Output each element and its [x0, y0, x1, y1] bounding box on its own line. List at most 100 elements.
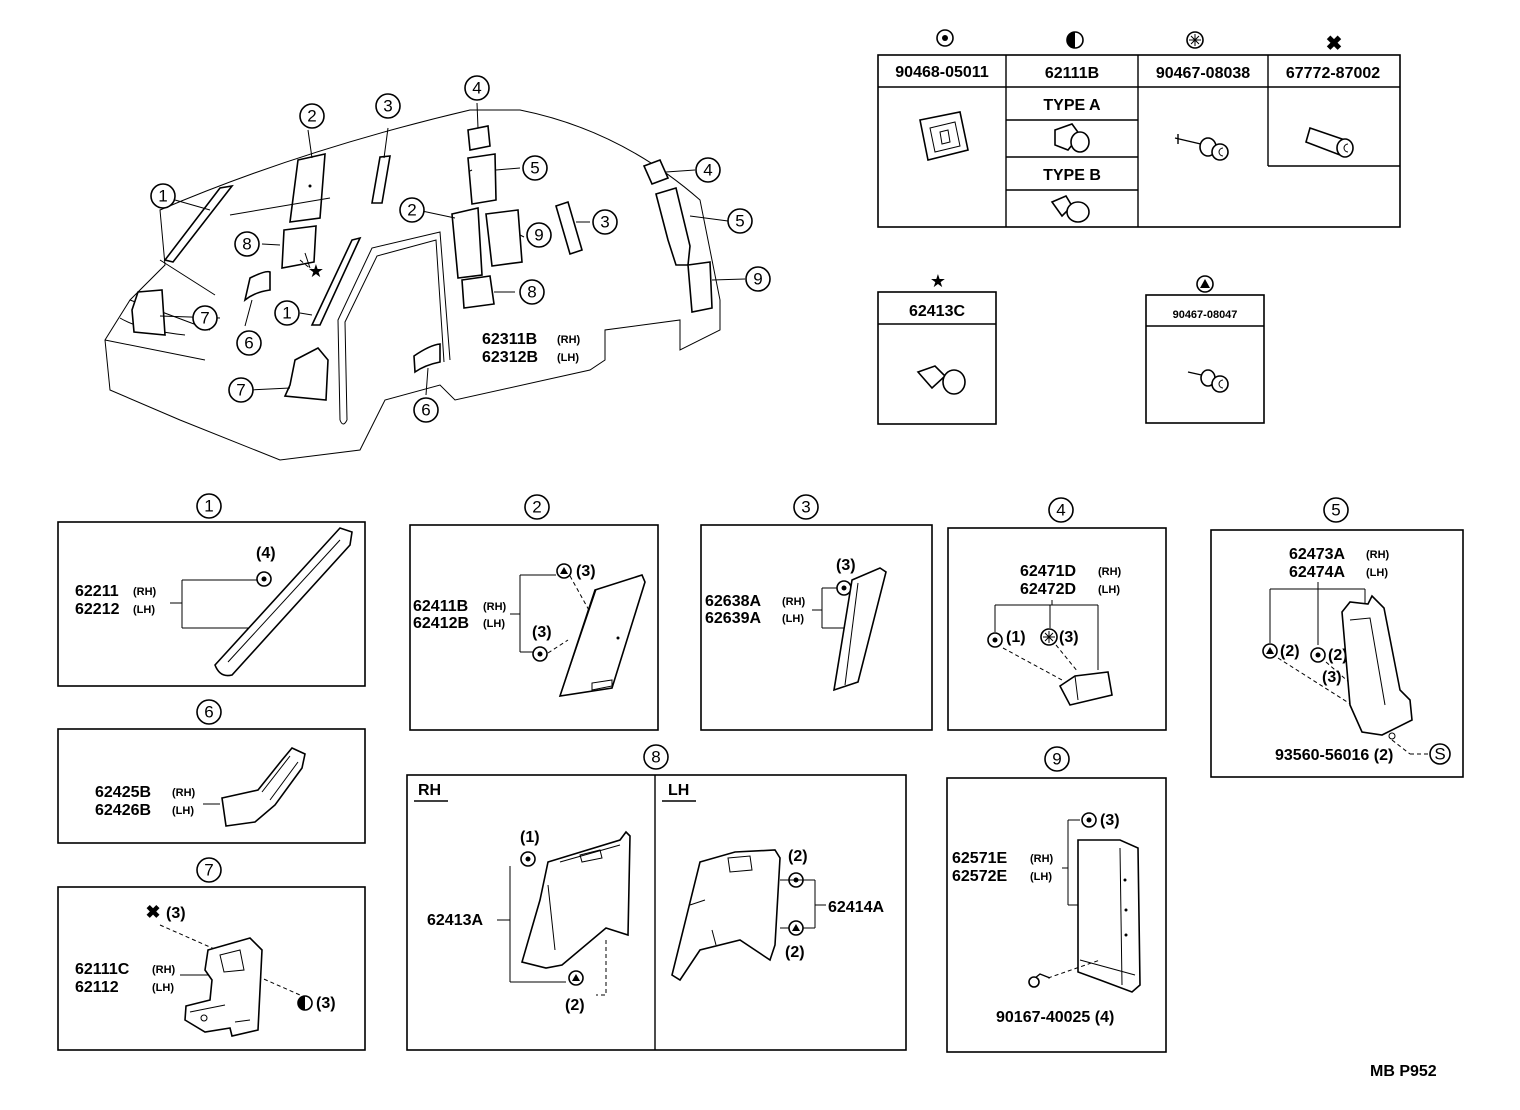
overview-callout-2a: 2 — [299, 103, 325, 129]
overview-callout-3a: 3 — [375, 93, 401, 119]
weatherstrip-rh-tag: (RH) — [557, 334, 581, 346]
d8-lh-label: LH — [668, 782, 689, 799]
type-a-clip-drawing — [1054, 123, 1090, 153]
overview-callout-1a: 1 — [150, 183, 176, 209]
svg-text:3: 3 — [383, 97, 392, 116]
clip-a-part-number: 90468-05011 — [895, 64, 989, 81]
d8-qty-rh-bottom: (2) — [565, 997, 585, 1014]
overview-callout-4a: 4 — [464, 75, 490, 101]
d4-qty-a: (1) — [1006, 629, 1026, 646]
d2-lh-number: 62412B — [413, 615, 469, 632]
detail-2: 2 62411B (RH) 62412B (LH) (3) (3) — [409, 494, 659, 731]
svg-text:1: 1 — [204, 497, 213, 516]
d8-lh-part-number: 62414A — [828, 899, 884, 916]
d7-lh-number: 62112 — [75, 979, 119, 996]
overview-callout-9b: 9 — [745, 266, 771, 292]
svg-text:3: 3 — [801, 498, 810, 517]
d8-lh-triangle-icon — [788, 920, 804, 936]
d6-rh-number: 62425B — [95, 784, 151, 801]
weatherstrip-lh-tag: (LH) — [557, 352, 579, 364]
overview-callout-6b: 6 — [413, 397, 439, 423]
svg-text:3: 3 — [600, 213, 609, 232]
overview-callout-8b: 8 — [519, 279, 545, 305]
overview-callout-5b: 5 — [727, 208, 753, 234]
svg-text:9: 9 — [534, 226, 543, 245]
detail-4: 4 62471D (RH) 62472D (LH) (1) (3) — [947, 497, 1167, 731]
d9-rh-tag: (RH) — [1030, 853, 1054, 865]
svg-text:5: 5 — [735, 212, 744, 231]
svg-text:8: 8 — [527, 283, 536, 302]
screw-a-drawing — [1174, 134, 1229, 161]
triangle-part-number: 90467-08047 — [1173, 309, 1238, 321]
svg-text:5: 5 — [1331, 501, 1340, 520]
d2-rh-number: 62411B — [413, 598, 468, 615]
overview-callout-3b: 3 — [592, 209, 618, 235]
overview-callout-7a: 7 — [192, 305, 218, 331]
d4-rh-tag: (RH) — [1098, 566, 1122, 578]
svg-text:8: 8 — [242, 235, 251, 254]
d3-rh-number: 62638A — [705, 593, 761, 610]
d2-qty-top: (3) — [576, 563, 596, 580]
d5-triangle-icon — [1262, 643, 1278, 659]
d7-rh-number: 62111C — [75, 961, 130, 978]
overview-callout-1b: 1 — [274, 300, 300, 326]
screw-a-part-number: 90467-08038 — [1156, 65, 1250, 82]
d2-qty-bottom: (3) — [532, 624, 552, 641]
svg-text:4: 4 — [472, 79, 481, 98]
svg-text:9: 9 — [1052, 750, 1061, 769]
d3-rh-tag: (RH) — [782, 596, 806, 608]
type-a-label: TYPE A — [1043, 97, 1101, 114]
svg-text:1: 1 — [282, 304, 291, 323]
detail-5: 5 62473A (RH) 62474A (LH) (2) (2) (3) 93… — [1210, 497, 1464, 778]
d4-asterisk-icon — [1040, 628, 1058, 646]
asterisk-symbol-icon — [1186, 31, 1204, 49]
d3-qty: (3) — [836, 557, 856, 574]
d4-qty-b: (3) — [1059, 629, 1079, 646]
svg-text:7: 7 — [204, 861, 213, 880]
d3-lh-number: 62639A — [705, 610, 761, 627]
d5-qty-b: (2) — [1328, 647, 1348, 664]
fastener-legend-table: ✖ 90468-05011 62111B 90467-08038 67772-8… — [877, 29, 1401, 228]
d4-lh-number: 62472D — [1020, 581, 1076, 598]
d7-lh-tag: (LH) — [152, 982, 174, 994]
svg-text:2: 2 — [307, 107, 316, 126]
svg-text:6: 6 — [204, 703, 213, 722]
half-circle-symbol-icon — [1066, 31, 1084, 49]
detail-9: 9 (3) 62571E (RH) 62572E (LH) 90167-4002… — [946, 746, 1167, 1053]
d1-qty: (4) — [256, 545, 276, 562]
d5-qty-a: (2) — [1280, 643, 1300, 660]
svg-text:2: 2 — [407, 201, 416, 220]
svg-text:6: 6 — [244, 334, 253, 353]
svg-text:4: 4 — [703, 161, 712, 180]
svg-text:9: 9 — [753, 270, 762, 289]
overview-callout-4b: 4 — [695, 157, 721, 183]
d5-rh-number: 62473A — [1289, 546, 1345, 563]
d9-lh-number: 62572E — [952, 868, 1007, 885]
d8-qty-rh-top: (1) — [520, 829, 540, 846]
d4-rh-number: 62471D — [1020, 563, 1076, 580]
svg-text:2: 2 — [532, 498, 541, 517]
overview-callout-8a: 8 — [234, 231, 260, 257]
d9-rh-number: 62571E — [952, 850, 1007, 867]
d5-lh-tag: (LH) — [1366, 567, 1388, 579]
star-symbol-icon: ★ — [930, 271, 946, 291]
d8-rh-label: RH — [418, 782, 441, 799]
d3-lh-tag: (LH) — [782, 613, 804, 625]
d5-lh-number: 62474A — [1289, 564, 1345, 581]
d7-qty-b: (3) — [316, 995, 336, 1012]
d7-half-circle-icon — [297, 995, 313, 1011]
d8-rh-triangle-icon — [568, 970, 584, 986]
svg-text:7: 7 — [200, 309, 209, 328]
type-b-clip-drawing — [1050, 194, 1090, 223]
svg-text:S: S — [1434, 745, 1445, 764]
vehicle-overview: ★ 1 2 3 4 5 2 9 3 8 8 1 7 6 7 6 4 5 9 62… — [104, 75, 771, 461]
d5-bolt-number: 93560-56016 (2) — [1275, 747, 1393, 764]
d1-rh-tag: (RH) — [133, 586, 157, 598]
clip-b-part-number: 62111B — [1045, 65, 1099, 82]
svg-text:4: 4 — [1056, 501, 1065, 520]
svg-text:7: 7 — [236, 381, 245, 400]
d5-s-icon: S — [1429, 743, 1451, 765]
star-part-box: ★ 62413C — [877, 271, 997, 425]
cross-symbol-icon: ✖ — [1326, 33, 1343, 55]
d6-rh-tag: (RH) — [172, 787, 196, 799]
